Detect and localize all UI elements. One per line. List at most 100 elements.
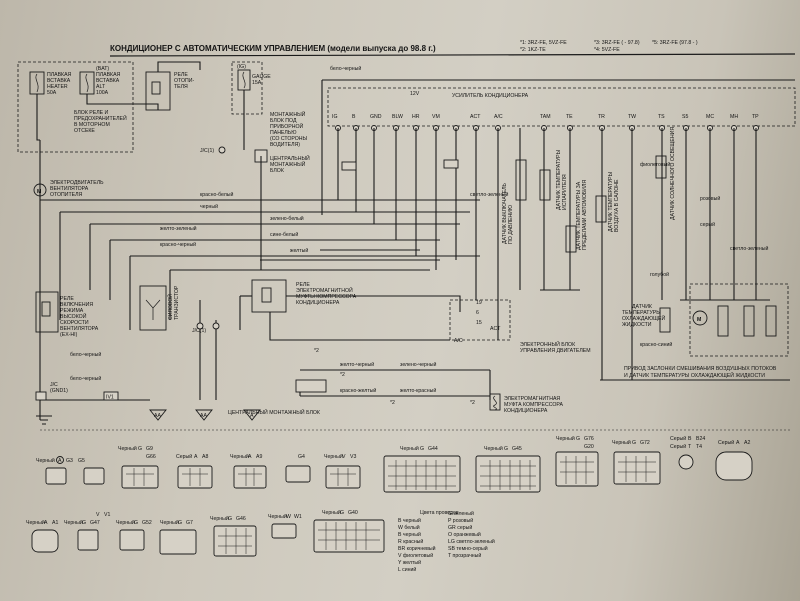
c1-code: A [58,458,62,464]
jc-gnd-line2: (GND1) [50,388,68,394]
term-s5: S5 [682,114,688,120]
c5-id: A8 [202,454,208,460]
engine-block-line1: БЛОК РЕЛЕ И [74,110,109,116]
c16-id: A2 [744,440,750,446]
mid-pin-4: *2 [470,400,475,406]
d4-code: G [134,520,138,526]
mid-wire-1: желто-черный [340,361,374,368]
amplifier-12v: 12V [410,91,420,97]
c8-color: Черный [324,453,343,460]
middle-wires [239,249,491,400]
c8-face [325,465,361,489]
term-tp: TP [752,114,759,120]
c15-code: T [688,444,692,450]
coolant-sensor-line4: ЖИДКОСТИ [622,322,652,328]
fuse2-line1: (BAT) [96,66,109,72]
clutch-line1: ЭЛЕКТРОМАГНИТНАЯ [504,396,560,402]
c15-id: T4 [696,444,702,450]
panel-block-line5: (СО СТОРОНЫ [270,136,308,142]
iv1-label: IV1 [106,395,114,401]
blower-motor [33,183,47,197]
fuse1-line4: 50A [47,90,57,96]
ground-triangle-1 [149,409,167,421]
servo-frame [689,283,789,357]
amplifier-wire-labels: бело-черный красно-белый черный зелено-б… [200,65,769,348]
c3-color: Черный [118,445,137,452]
c6-id: A9 [256,454,262,460]
hi-relay-line7: (EX-HI) [60,332,78,338]
ground3-label: A [250,413,254,419]
ecu-pin-15: 15 [476,320,482,326]
amp-wire-9: серый [700,221,715,228]
amp-wire-2: красно-белый [200,191,233,198]
transistor-symbol [145,299,161,320]
d7-face [271,523,297,539]
c11-face [555,451,599,487]
fuse1-line3: HEATER [47,84,68,90]
blower-motor-symbol: M [37,189,41,195]
c14-color: Серый [670,435,686,442]
c5-code: A [194,454,198,460]
left-wire-label-1: бело-черный [70,351,101,358]
pressure-switch [515,159,527,201]
room-sensor-line1: ДАТЧИК ТЕМПЕРАТУРЫ [608,171,614,232]
clutch-relay [251,279,287,313]
term-tw: TW [628,114,636,120]
d7-code: W [286,514,291,520]
c4-id: G66 [146,454,156,460]
central-block2-connector [295,379,327,393]
legend-right-2: GR серый [448,524,472,531]
servo-motor-symbol: M [697,317,701,323]
c14-code: B [688,436,692,442]
amp-wire-12: красно-синий [640,341,672,348]
connector-row-1: Черный A G3 G5 Черный G G9 G66 Серый A A… [36,435,753,493]
amplifier-title: УСИЛИТЕЛЬ КОНДИЦИОНЕРА [452,93,529,99]
ecu-ac-label: A/C [454,338,463,344]
c10-code: G [504,446,508,452]
term-ts: TS [658,114,665,120]
mid-wire-4: желто-красный [400,387,436,394]
pressure-switch-line2: ПО ДАВЛЕНИЮ [508,205,514,244]
d2-id: G47 [90,520,100,526]
fuse-heater-element [35,73,39,93]
c5-color: Серый [176,453,192,460]
d6-id: G46 [236,516,246,522]
ecu-pin-19: 19 [476,300,482,306]
c8-id: V3 [350,454,356,460]
mid-wire-6: желто-зеленый [160,225,197,232]
term-b: B [352,114,356,120]
ground2-label: AA [200,413,207,419]
heater-relay-line3: ТЕЛЯ [174,84,188,90]
ground1-label: AA [154,413,161,419]
mid-pin-2: *2 [340,372,345,378]
c10-id: G45 [512,446,522,452]
legend-left-6: Y желтый [398,559,421,566]
header-rule [109,53,796,57]
amp-wire-3: черный [200,203,218,210]
servo-line2: И ДАТЧИК ТЕМПЕРАТУРЫ ОХЛАЖДАЮЩЕЙ ЖИДКОСТ… [624,371,765,379]
term-mc: MC [706,114,714,120]
clutch-relay-line2: ЭЛЕКТРОМАГНИТНОЙ [296,286,353,294]
panel-block-line4: ПАНЕЛЬЮ [270,130,296,136]
c7-face [285,465,311,483]
panel-block-line6: ВОДИТЕЛЯ) [270,142,300,148]
engine-block-line3: В МОТОРНОМ [74,122,110,128]
c3-code: G [138,446,142,452]
c5-face [177,465,213,489]
outside-sensor-line2: ПРЕДЕЛАМИ АВТОМОБИЛЯ [582,180,588,250]
legend-right-5: SB темно-серый [448,545,488,552]
central-block-line3: БЛОК [270,168,284,174]
d6-code: G [228,516,232,522]
evap-sensor-line1: ДАТЧИК ТЕМПЕРАТУРЫ [556,149,562,210]
panel-block-line2: БЛОК ПОД [270,118,297,124]
d5-code: G [178,520,182,526]
coolant-sensor-line3: ОХЛАЖДАЮЩЕЙ [622,314,665,322]
evaporator-sensor [539,169,551,201]
d8-face [313,519,385,553]
panel-block-line1: МОНТАЖНЫЙ [270,110,306,118]
servo-resistor-2 [743,305,755,337]
power-wires [36,61,795,420]
term-ac: A/C [494,114,503,120]
c9-code: G [420,446,424,452]
